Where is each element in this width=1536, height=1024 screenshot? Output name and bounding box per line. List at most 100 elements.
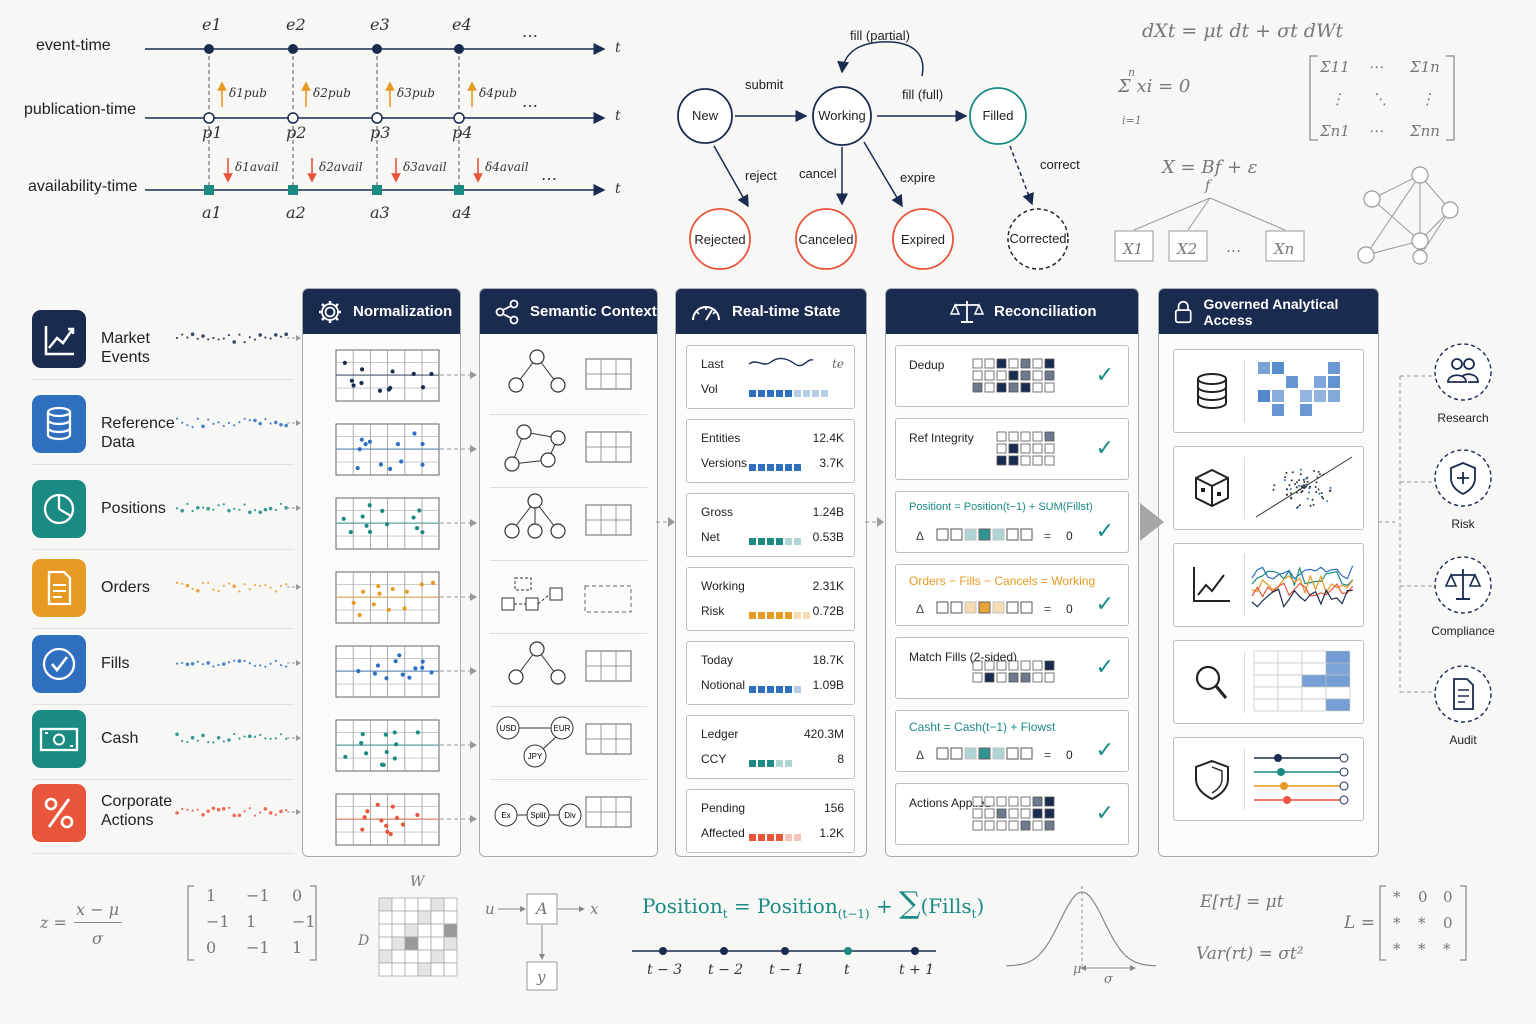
state-canceled-label: Canceled xyxy=(799,232,854,247)
rt-bar xyxy=(749,390,828,397)
source-icon-tile xyxy=(32,395,86,453)
access-divider xyxy=(1244,748,1245,810)
lower-matrix-cell: 0 xyxy=(1443,888,1453,906)
rt-bar xyxy=(749,834,801,841)
event-mark-label: e1 xyxy=(202,15,222,34)
user-label: Research xyxy=(1437,411,1489,425)
realtime-state-header: Real-time State xyxy=(676,289,866,334)
rt-value-1: 12.4K xyxy=(812,431,844,445)
rt-key-2: Notional xyxy=(701,678,746,692)
event-dot xyxy=(372,44,382,54)
state-rejected-label: Rejected xyxy=(694,232,745,247)
source-row[interactable]: Fills xyxy=(32,628,301,705)
bell-sigma: σ xyxy=(1104,972,1113,987)
axis-t-label: t xyxy=(615,108,621,124)
publication-dot xyxy=(203,112,215,124)
source-row[interactable]: Cash xyxy=(32,703,301,780)
normalization-header: Normalization xyxy=(303,289,460,334)
rt-value-2: 1.09B xyxy=(812,678,844,692)
availability-marker xyxy=(288,185,298,195)
normalized-grid xyxy=(335,645,440,698)
pub-mark-label: p3 xyxy=(370,123,391,142)
access-card[interactable] xyxy=(1173,640,1364,724)
normalized-grid xyxy=(335,793,440,846)
axis-t-label: t xyxy=(615,181,621,197)
flow-x: x xyxy=(590,900,599,918)
source-icon-tile xyxy=(32,310,86,368)
rt-key-1: Ledger xyxy=(701,727,739,741)
lower-matrix-cell: * xyxy=(1418,914,1426,932)
recon-cells xyxy=(972,796,1055,831)
users-icon xyxy=(1434,343,1492,401)
reconciliation-card: Casht = Cash(t−1) + Flowst✓Δ=0 xyxy=(895,710,1129,772)
factor-tree xyxy=(1114,197,1305,262)
pub-delta-label: δ4pub xyxy=(479,86,517,100)
bell-mu: μ xyxy=(1073,962,1082,977)
edge-expire-label: expire xyxy=(900,170,935,185)
factor-leaf-2: X2 xyxy=(1177,240,1198,258)
source-row[interactable]: Corporate Actions xyxy=(32,777,301,854)
recon-cells xyxy=(972,358,1055,393)
d-label: D xyxy=(358,933,370,949)
user-persona[interactable] xyxy=(1434,665,1492,723)
rt-value-1: 18.7K xyxy=(812,653,844,667)
lower-matrix-cell: * xyxy=(1443,940,1451,958)
factor-leaf-n: Xn xyxy=(1274,240,1295,258)
position-equation: Positiont = Position(t−1) + ∑(Fillst) xyxy=(642,886,984,921)
w-label: W xyxy=(410,874,425,890)
state-working-label: Working xyxy=(818,108,865,123)
access-card[interactable] xyxy=(1173,737,1364,821)
source-row[interactable]: Positions xyxy=(32,473,301,550)
source-stream xyxy=(175,806,301,818)
semantic-divider xyxy=(490,414,647,415)
time-tick-label: t − 2 xyxy=(708,962,744,978)
rt-key-2: Net xyxy=(701,530,720,544)
event-time-label: event-time xyxy=(36,37,111,54)
normalized-grid xyxy=(335,719,440,772)
recon-title: Ref Integrity xyxy=(909,431,974,445)
edge-cancel-label: cancel xyxy=(799,166,837,181)
avail-mark-label: a3 xyxy=(370,203,390,222)
state-filled-label: Filled xyxy=(982,108,1013,123)
recon-equals: = xyxy=(1044,529,1052,543)
factor-leaf-ellipsis: … xyxy=(1226,238,1241,256)
source-row[interactable]: Orders xyxy=(32,552,301,629)
flow-u: u xyxy=(485,900,495,918)
lower-matrix-cell: * xyxy=(1418,940,1426,958)
access-card[interactable] xyxy=(1173,543,1364,627)
user-persona[interactable] xyxy=(1434,449,1492,507)
check-icon: ✓ xyxy=(1095,591,1114,616)
source-row[interactable]: Market Events xyxy=(32,303,301,380)
sde-equation: dXt = μt dt + σt dWt xyxy=(1142,20,1344,42)
semantic-context-title: Semantic Context xyxy=(530,303,657,320)
adjacency-cell: −1 xyxy=(246,886,270,905)
access-card[interactable] xyxy=(1173,349,1364,433)
access-card[interactable] xyxy=(1173,446,1364,530)
adjacency-cell: 1 xyxy=(292,938,303,957)
recon-cells xyxy=(996,431,1055,466)
state-new xyxy=(677,88,733,144)
recon-zero: 0 xyxy=(1066,748,1073,762)
user-persona[interactable] xyxy=(1434,343,1492,401)
lower-matrix-cell: * xyxy=(1393,888,1401,906)
recon-zero: 0 xyxy=(1066,602,1073,616)
rt-value-1: 156 xyxy=(823,801,844,815)
source-row[interactable]: Reference Data xyxy=(32,388,301,465)
normalized-grid xyxy=(335,349,440,402)
source-stream xyxy=(175,502,301,515)
source-icon-tile xyxy=(32,635,86,693)
normalization-column: Normalization xyxy=(302,288,461,857)
time-tick-label: t − 1 xyxy=(769,962,805,978)
recon-delta: Δ xyxy=(916,748,925,762)
user-persona[interactable] xyxy=(1434,556,1492,614)
time-tick-label: t + 1 xyxy=(899,962,935,978)
edge-fill-full-label: fill (full) xyxy=(902,87,943,102)
cov-cell: ⋮ xyxy=(1420,90,1435,108)
reconciliation-column: Reconciliation Dedup✓Ref Integrity✓Posit… xyxy=(885,288,1139,857)
normalization-title: Normalization xyxy=(353,303,453,320)
rt-key-2: Affected xyxy=(701,826,745,840)
